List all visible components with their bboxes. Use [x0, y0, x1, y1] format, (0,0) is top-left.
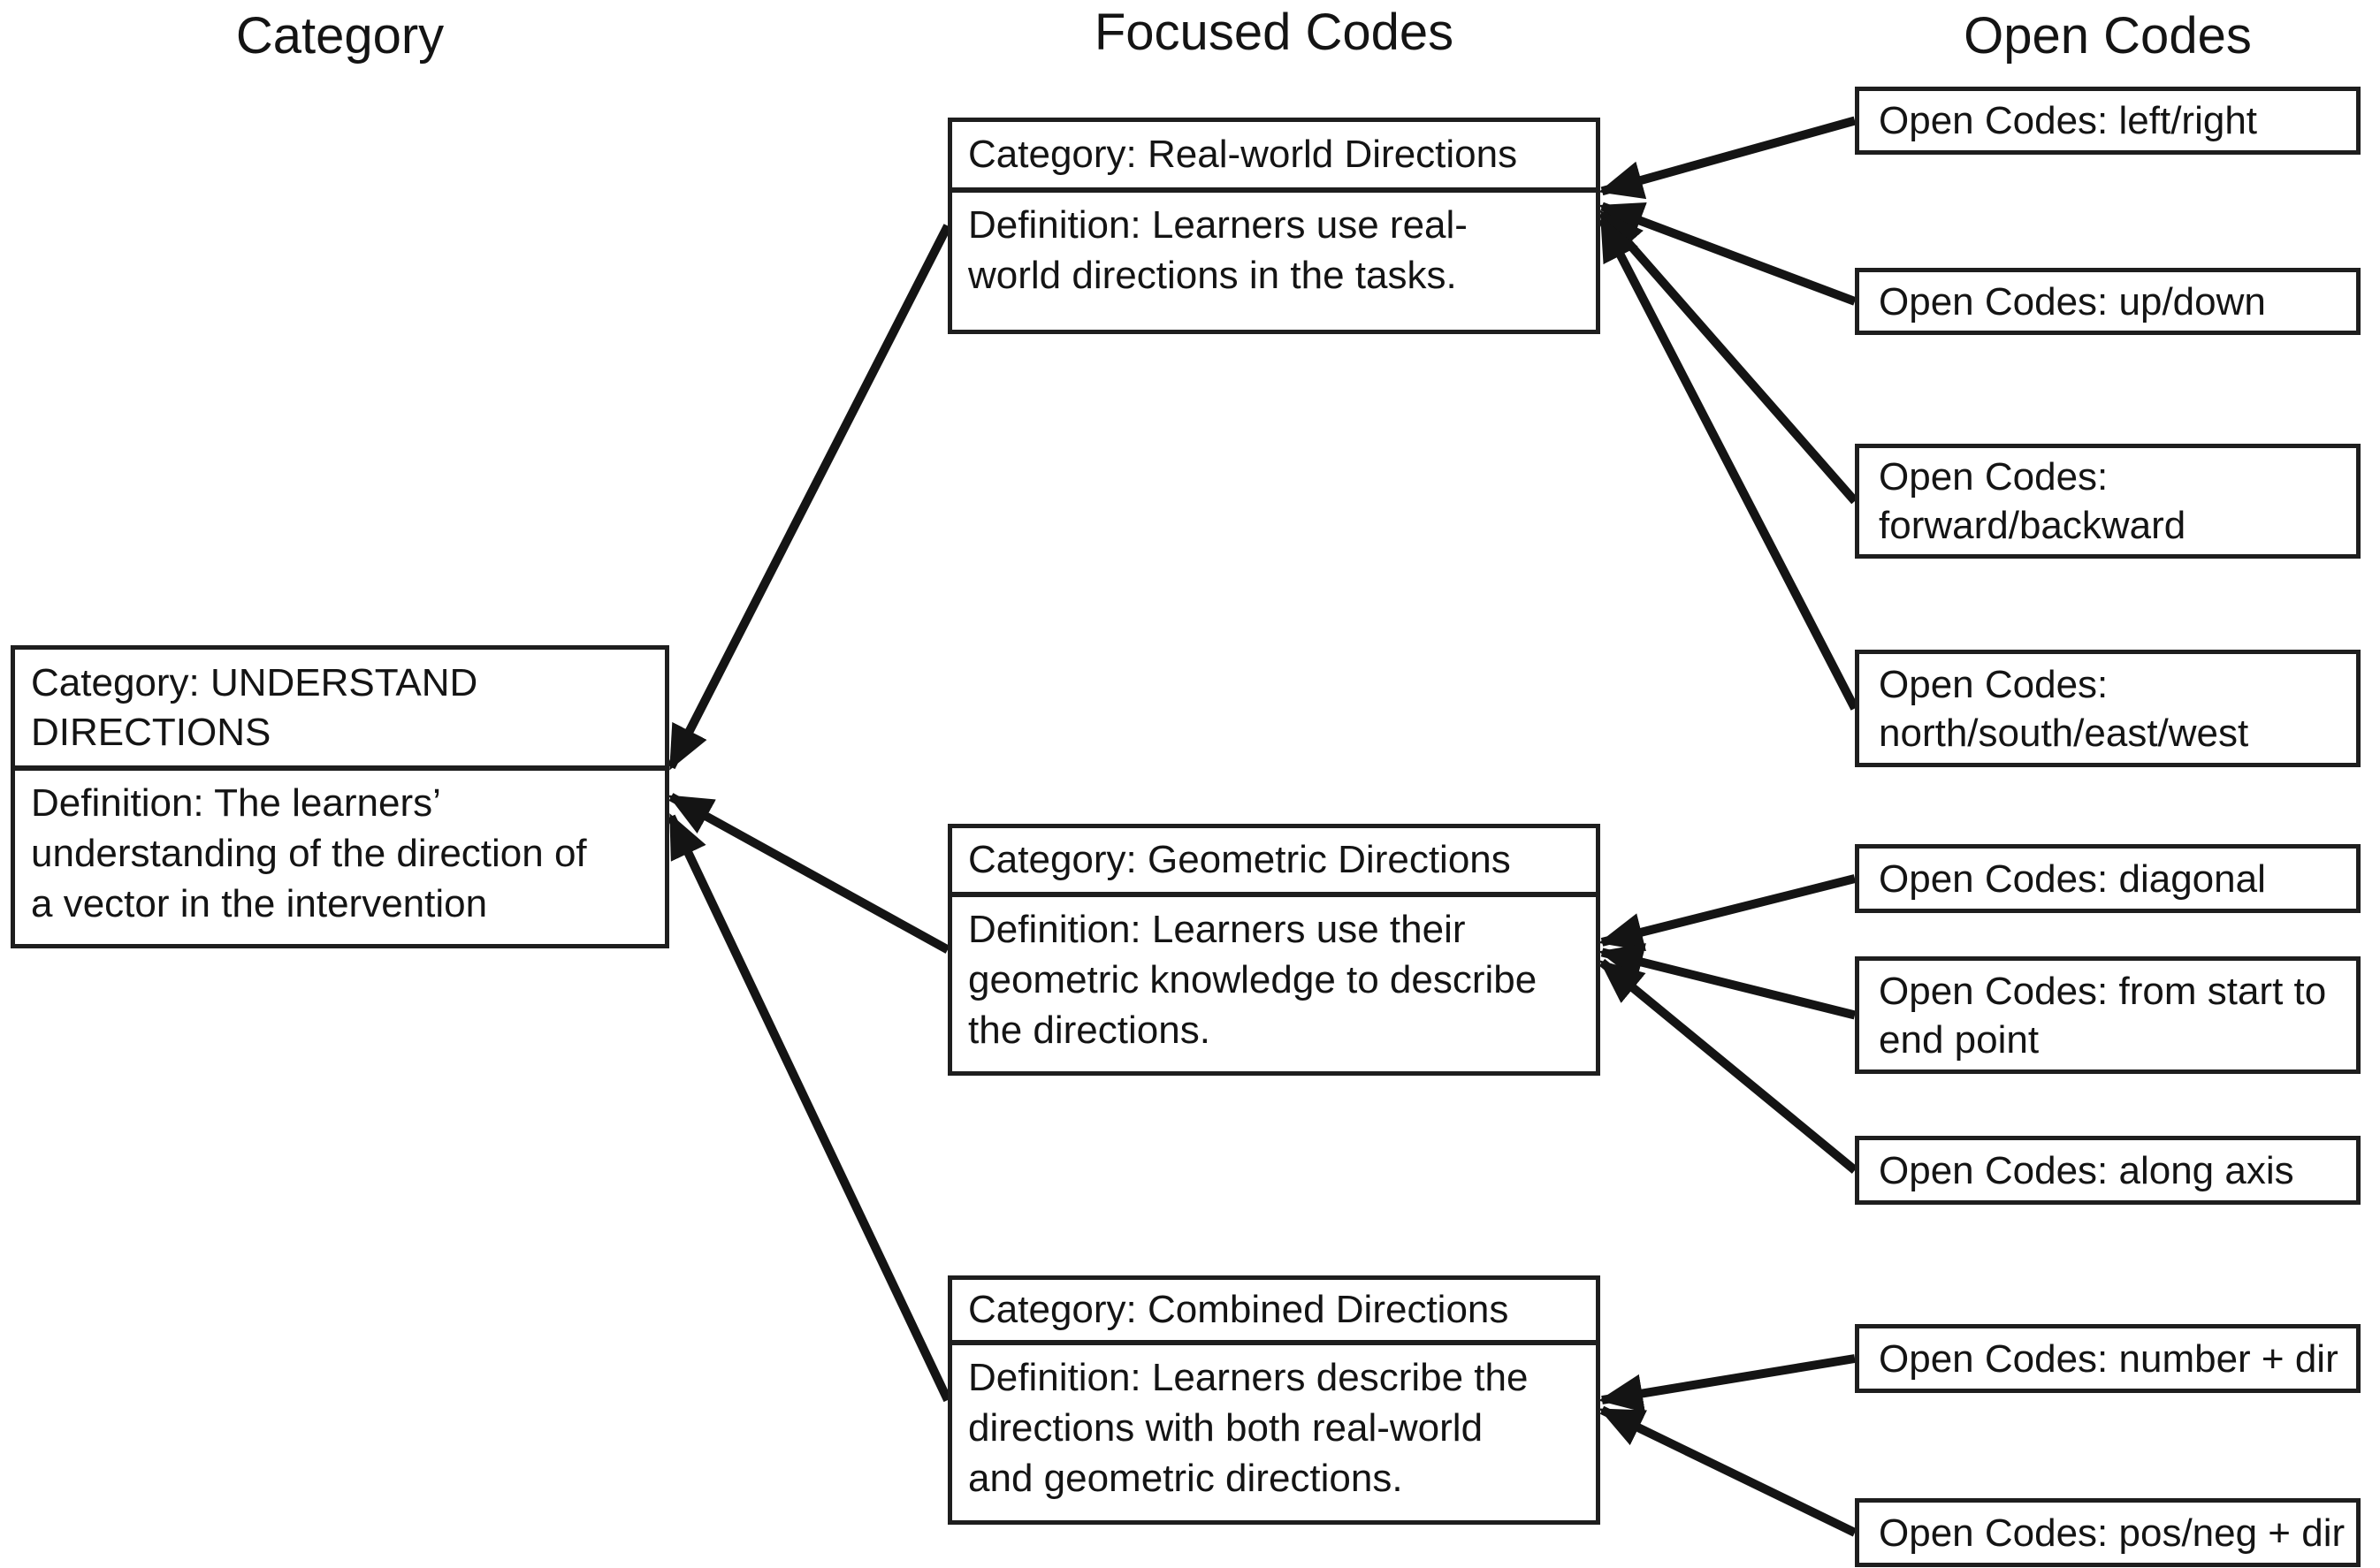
arrow-open-3-to-focused-1 [1598, 209, 1858, 505]
category-box-title: Category: UNDERSTAND DIRECTIONS [15, 650, 665, 771]
arrow-focused-2-to-category [667, 793, 950, 954]
arrow-focused-1-to-category [667, 224, 952, 771]
open-code-box-number-plus-dir: Open Codes: number + dir [1855, 1324, 2361, 1393]
focused-code-definition: Definition: Learners describe the direct… [968, 1356, 1529, 1500]
arrow-open-5-to-focused-2 [1598, 874, 1857, 952]
focused-code-title: Category: Geometric Directions [952, 828, 1596, 897]
focused-code-box-real-world: Category: Real-world Directions Definiti… [948, 118, 1600, 334]
open-code-box-diagonal: Open Codes: diagonal [1855, 844, 2361, 913]
open-code-box-from-start-to-end-point: Open Codes: from start to end point [1855, 956, 2361, 1074]
category-box: Category: UNDERSTAND DIRECTIONS Definiti… [11, 645, 669, 948]
arrow-open-2-to-focused-1 [1598, 202, 1857, 306]
focused-code-box-combined: Category: Combined Directions Definition… [948, 1275, 1600, 1525]
open-code-box-up-down: Open Codes: up/down [1855, 268, 2361, 335]
arrow-open-8-to-focused-3 [1598, 1354, 1856, 1413]
arrow-open-4-to-focused-1 [1598, 216, 1859, 711]
focused-code-definition: Definition: Learners use real- world dir… [968, 203, 1468, 297]
arrow-open-9-to-focused-3 [1598, 1405, 1857, 1537]
focused-code-title: Category: Real-world Directions [952, 122, 1596, 193]
column-header-open-codes: Open Codes [1964, 7, 2252, 65]
focused-code-box-geometric: Category: Geometric Directions Definitio… [948, 824, 1600, 1076]
focused-code-title: Category: Combined Directions [952, 1280, 1596, 1345]
open-code-box-pos-neg-plus-dir: Open Codes: pos/neg + dir [1855, 1498, 2361, 1567]
open-code-box-north-south-east-west: Open Codes: north/south/east/west [1855, 650, 2361, 767]
arrow-focused-3-to-category [667, 813, 952, 1403]
arrow-open-7-to-focused-2 [1598, 958, 1858, 1174]
column-header-focused-codes: Focused Codes [1094, 4, 1454, 61]
open-code-box-forward-backward: Open Codes: forward/backward [1855, 444, 2361, 559]
focused-code-definition: Definition: Learners use their geometric… [968, 908, 1537, 1052]
open-code-box-left-right: Open Codes: left/right [1855, 87, 2361, 155]
category-box-definition: Definition: The learners’ understanding … [31, 781, 587, 925]
column-header-category: Category [235, 7, 445, 65]
open-code-box-along-axis: Open Codes: along axis [1855, 1136, 2361, 1205]
arrow-open-6-to-focused-2 [1598, 943, 1857, 1020]
arrow-open-1-to-focused-1 [1598, 116, 1857, 200]
